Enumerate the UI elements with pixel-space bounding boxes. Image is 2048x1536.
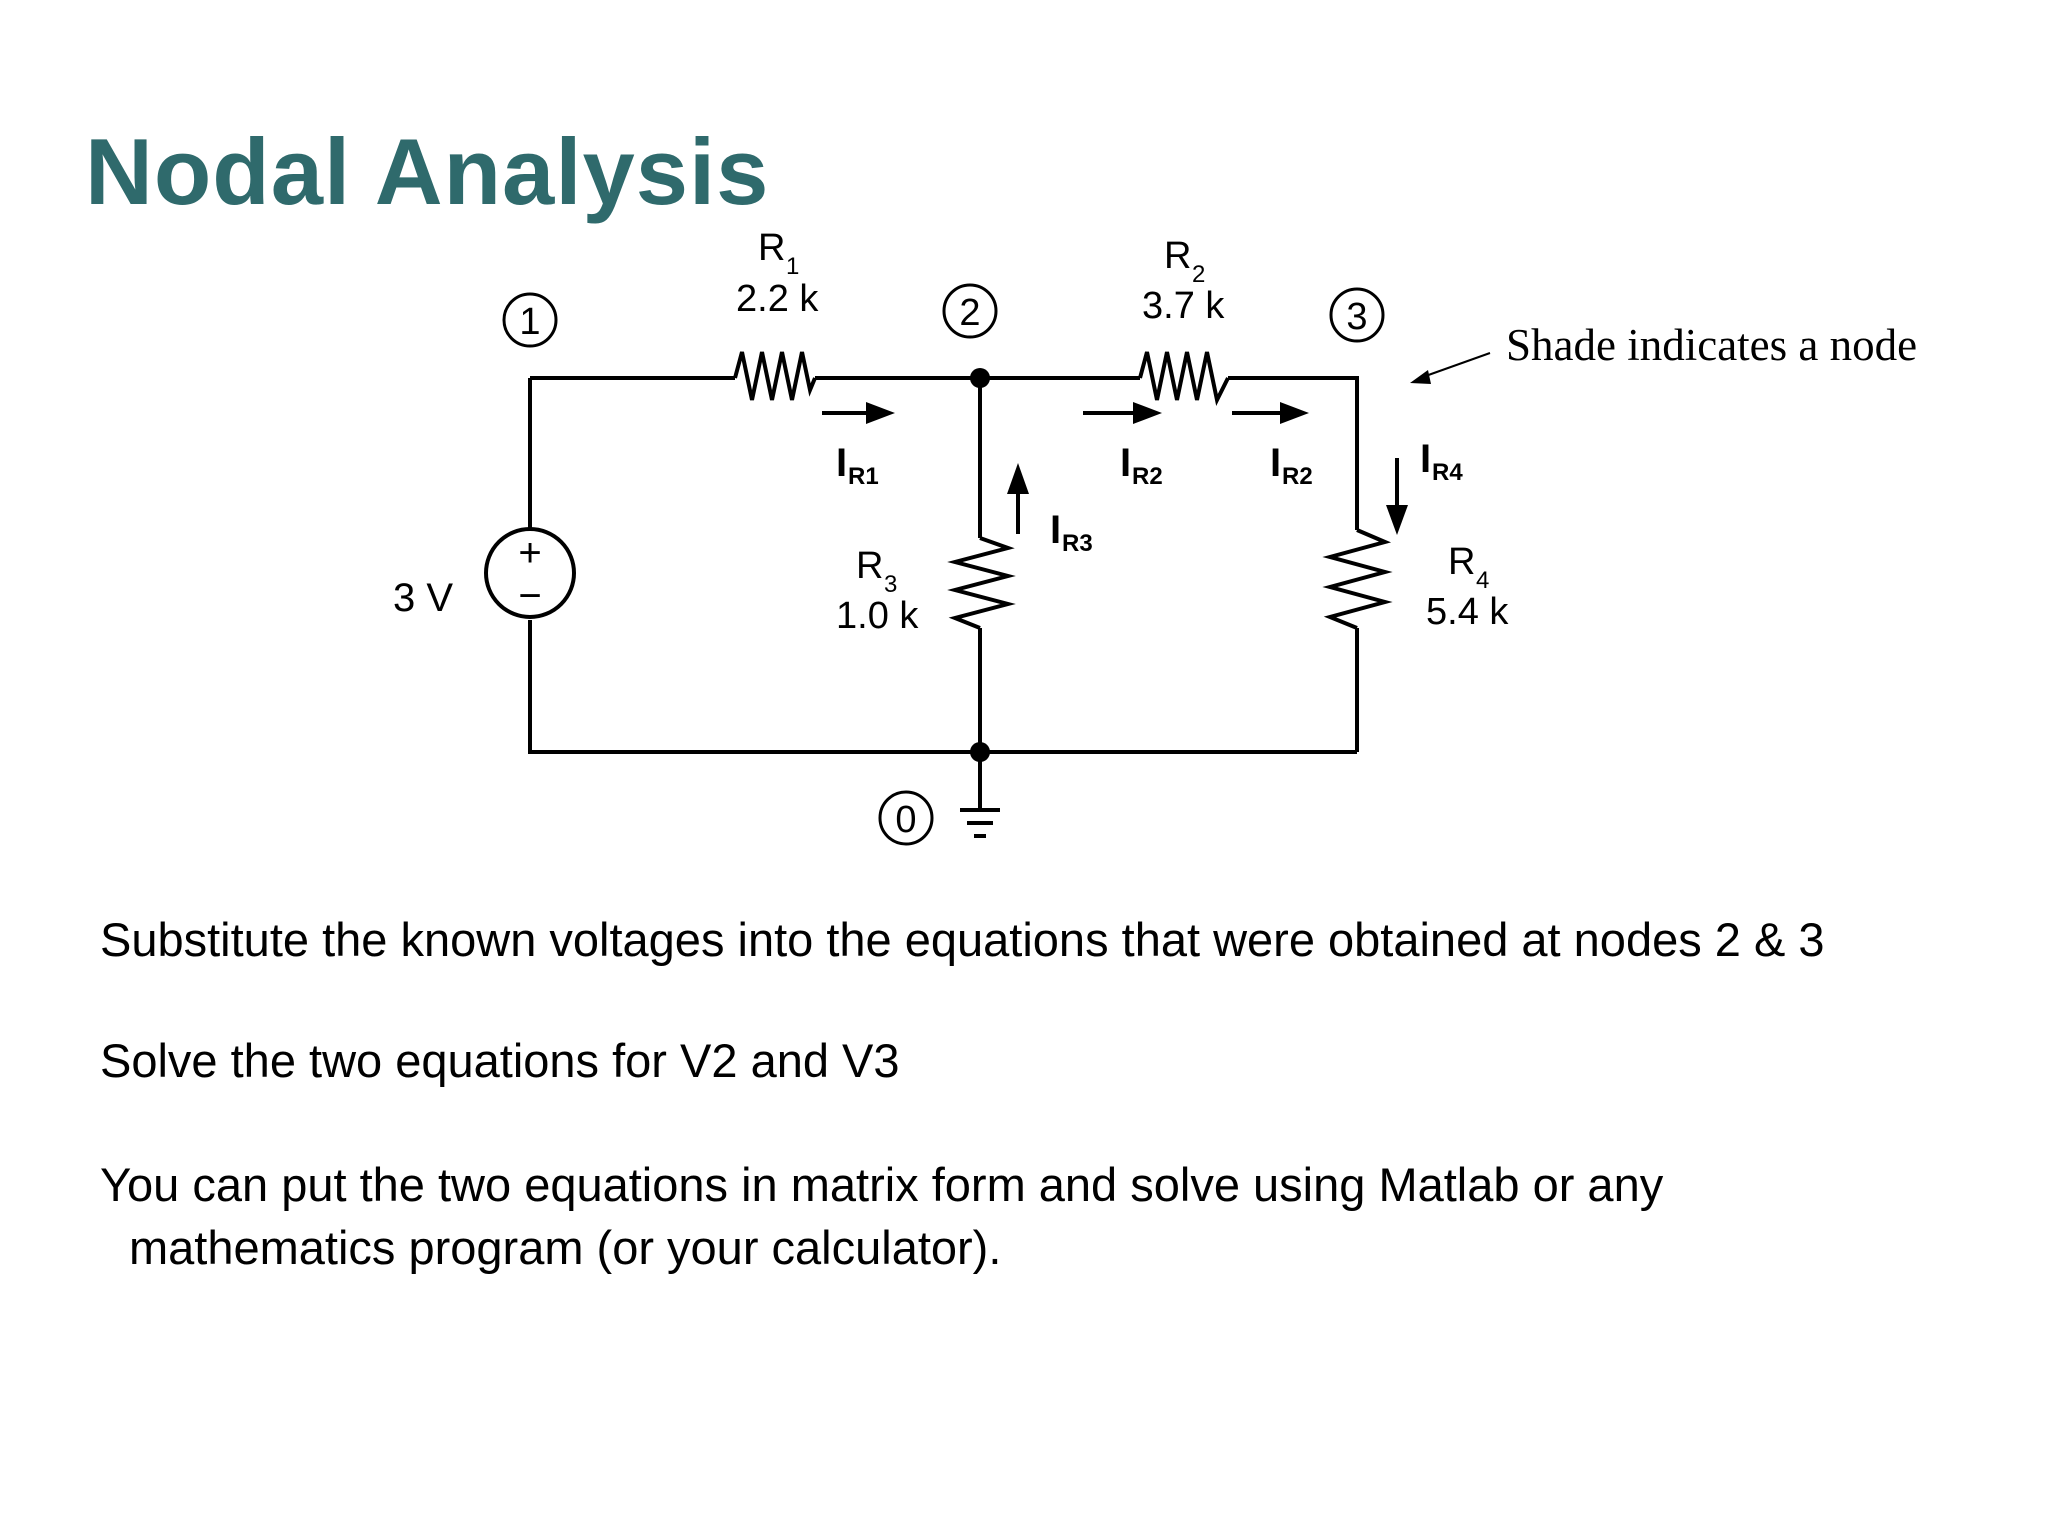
r2-name: R — [1164, 235, 1191, 277]
node-3-label: 3 — [1346, 296, 1367, 338]
voltage-source-circle — [484, 527, 576, 619]
wire-top-mid2 — [1228, 376, 1359, 530]
r4-value: 5.4 k — [1426, 591, 1509, 633]
node-2-circle — [942, 283, 998, 339]
r2-sub: 2 — [1192, 261, 1205, 288]
slide-title: Nodal Analysis — [85, 119, 770, 224]
node-0-dot — [970, 742, 990, 762]
r2-value: 3.7 k — [1142, 285, 1225, 327]
source-minus: − — [518, 574, 541, 618]
ir1-main: I — [836, 441, 847, 485]
resistor-r1-zigzag — [733, 351, 817, 401]
r4-sub: 4 — [1476, 567, 1489, 594]
ir4-main: I — [1420, 437, 1431, 481]
wire-left — [528, 378, 1357, 754]
node-0-label: 0 — [895, 799, 916, 841]
ir4-sub: R4 — [1432, 459, 1463, 486]
node-3-circle — [1329, 287, 1385, 343]
ir3-main: I — [1050, 508, 1061, 552]
ir3-sub: R3 — [1062, 530, 1093, 557]
r4-name: R — [1448, 541, 1475, 583]
r1-value: 2.2 k — [736, 278, 819, 320]
source-plus: + — [518, 531, 541, 575]
arrow-ir2-a-head — [1133, 402, 1162, 424]
r3-value: 1.0 k — [836, 595, 919, 637]
arrow-ir2-b-head — [1280, 402, 1309, 424]
paragraph-matrix-line2: mathematics program (or your calculator)… — [129, 1221, 1002, 1274]
arrow-ir3-head — [1007, 463, 1029, 494]
r1-sub: 1 — [786, 253, 799, 280]
node-2-dot — [970, 368, 990, 388]
r1-name: R — [758, 227, 785, 269]
node-1-circle — [502, 292, 558, 348]
resistor-r2-zigzag — [1138, 351, 1230, 407]
paragraph-matrix-line1: You can put the two equations in matrix … — [100, 1158, 1664, 1211]
ir2a-main: I — [1120, 441, 1131, 485]
paragraph-solve: Solve the two equations for V2 and V3 — [100, 1034, 900, 1087]
resistor-r3-zigzag — [947, 536, 1016, 630]
arrow-ir1-head — [866, 402, 895, 424]
node-2-label: 2 — [959, 292, 980, 334]
node-0-circle — [878, 790, 934, 846]
r3-name: R — [856, 545, 883, 587]
annotation-arrow-line — [1419, 352, 1491, 379]
paragraph-substitute: Substitute the known voltages into the e… — [100, 913, 1825, 966]
ir2b-main: I — [1270, 441, 1281, 485]
node-1-label: 1 — [519, 301, 540, 343]
ir2a-sub: R2 — [1132, 463, 1163, 490]
source-value: 3 V — [393, 576, 453, 620]
ir2b-sub: R2 — [1282, 463, 1313, 490]
arrow-ir4-head — [1386, 505, 1408, 535]
ir1-sub: R1 — [848, 463, 879, 490]
annotation-text: Shade indicates a node — [1506, 320, 1917, 370]
r3-sub: 3 — [884, 571, 897, 598]
resistor-r4-zigzag — [1322, 528, 1393, 630]
ground-icon — [960, 808, 1000, 838]
annotation-arrow-head — [1410, 370, 1431, 384]
